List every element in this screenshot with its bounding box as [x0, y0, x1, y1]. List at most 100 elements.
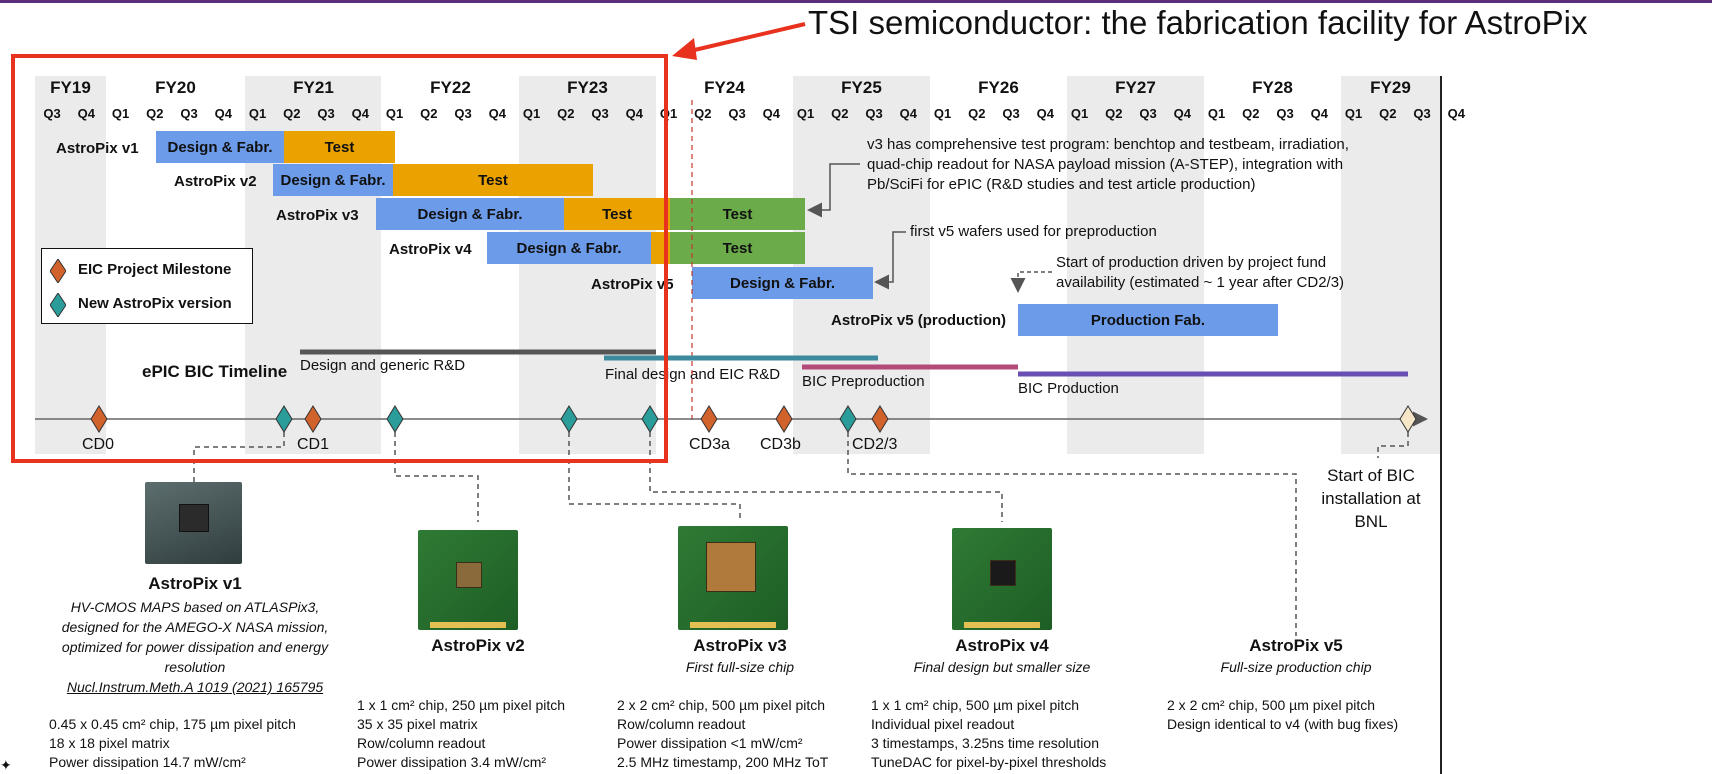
quarter-label: Q1 [1344, 106, 1363, 121]
spec-line: 0.45 x 0.45 cm² chip, 175 µm pixel pitch [49, 716, 296, 732]
quarter-label: Q1 [933, 106, 952, 121]
milestone-diamond-icon [50, 259, 66, 283]
bic-install-line: Start of BIC [1327, 466, 1415, 485]
fy-label: FY29 [1370, 78, 1411, 97]
v3-note: v3 has comprehensive test program: bench… [867, 135, 1349, 195]
fy-label: FY19 [50, 78, 91, 97]
quarter-label: Q2 [831, 106, 849, 121]
astropix-v2-photo [418, 530, 518, 630]
install-diamond-icon [1399, 405, 1417, 433]
production-note: Start of production driven by project fu… [1056, 253, 1344, 293]
version-diamond-icon [560, 405, 578, 433]
chip-specs-v1: 0.45 x 0.45 cm² chip, 175 µm pixel pitch… [49, 715, 296, 772]
edge-connector [690, 622, 776, 628]
spec-line: Design identical to v4 (with bug fixes) [1167, 716, 1399, 732]
version-label-v5: AstroPix v5 [591, 276, 674, 293]
chip-title-v4: AstroPix v4 [955, 636, 1049, 655]
spec-line: Power dissipation 14.7 mW/cm² [49, 754, 246, 770]
milestone-diamond-icon [90, 405, 108, 433]
timeline-end-line [1440, 76, 1442, 774]
quarter-label: Q3 [728, 106, 746, 121]
v5-wafers-note: first v5 wafers used for preproduction [910, 223, 1157, 240]
bic-phase-label: BIC Production [1018, 380, 1119, 397]
fy-label: FY20 [155, 78, 196, 97]
version-label-v2: AstroPix v2 [174, 173, 257, 190]
spec-line: 3 timestamps, 3.25ns time resolution [871, 735, 1099, 751]
quarter-label: Q2 [1242, 106, 1260, 121]
test-bar-v2: Test [393, 164, 593, 196]
fy-label: FY23 [567, 78, 608, 97]
quarter-label: Q2 [1379, 106, 1397, 121]
spec-line: Row/column readout [357, 735, 486, 751]
design-bar-v1: Design & Fabr. [156, 131, 284, 163]
chip-specs-v3: 2 x 2 cm² chip, 500 µm pixel pitch Row/c… [617, 696, 828, 772]
quarter-label: Q4 [1447, 106, 1465, 121]
quarter-label: Q1 [248, 106, 267, 121]
fy-band [1341, 76, 1440, 454]
quarter-label: Q3 [454, 106, 472, 121]
v3-note-line: v3 has comprehensive test program: bench… [867, 136, 1349, 153]
spec-line: 2 x 2 cm² chip, 500 µm pixel pitch [617, 697, 826, 713]
top-accent-bar [0, 0, 1712, 3]
milestone-diamond-icon [700, 405, 718, 433]
chip-die [179, 504, 209, 532]
version-diamond-icon [839, 405, 857, 433]
chip-desc-line: optimized for power dissipation and ener… [61, 639, 329, 655]
astropix-v1-photo [145, 482, 242, 564]
test-bar-v1: Test [284, 131, 395, 163]
quarter-label: Q1 [1070, 106, 1089, 121]
fy-band [519, 76, 656, 454]
quarter-label: Q1 [1207, 106, 1226, 121]
quarter-label: Q4 [77, 106, 95, 121]
chip-desc-line: HV-CMOS MAPS based on ATLASPix3, [70, 599, 320, 615]
chip-desc-line: resolution [164, 659, 226, 675]
chip-specs-v2: 1 x 1 cm² chip, 250 µm pixel pitch 35 x … [357, 696, 565, 772]
version-diamond-icon [275, 405, 293, 433]
fy-label: FY25 [841, 78, 882, 97]
spec-line: Power dissipation <1 mW/cm² [617, 735, 803, 751]
astropix-v3-photo [678, 526, 788, 630]
quarter-label: Q1 [796, 106, 815, 121]
quarter-label: Q4 [1173, 106, 1191, 121]
v5-note-arrow [874, 231, 906, 290]
bic-install-note: Start of BIC installation at BNL [1316, 464, 1426, 533]
astropix-v4-photo [952, 528, 1052, 630]
spec-line: 1 x 1 cm² chip, 500 µm pixel pitch [871, 697, 1080, 713]
spec-line: TuneDAC for pixel-by-pixel thresholds [871, 754, 1107, 770]
quarter-label: Q2 [420, 106, 438, 121]
chip-die [456, 562, 482, 588]
fy-label: FY26 [978, 78, 1019, 97]
chip-title-v5: AstroPix v5 [1249, 636, 1343, 655]
fy-label: FY21 [293, 78, 334, 97]
edge-connector [430, 622, 506, 628]
v3-note-line: quad-chip readout for NASA payload missi… [867, 156, 1344, 173]
production-note-arrow [1010, 271, 1052, 293]
quarter-label: Q4 [488, 106, 506, 121]
callout-title: TSI semiconductor: the fabrication facil… [808, 4, 1588, 41]
version-label-v4: AstroPix v4 [389, 241, 472, 258]
milestone-label: CD3a [689, 436, 730, 453]
quarter-label: Q2 [694, 106, 712, 121]
fy-band [793, 76, 930, 454]
design-bar-v2: Design & Fabr. [273, 164, 393, 196]
quarter-label: Q4 [899, 106, 917, 121]
quarter-label: Q4 [1310, 106, 1328, 121]
spec-line: 2.5 MHz timestamp, 200 MHz ToT [617, 754, 829, 770]
design-bar-v4: Design & Fabr. [487, 232, 651, 264]
quarter-label: Q3 [1002, 106, 1020, 121]
production-note-line: availability (estimated ~ 1 year after C… [1056, 274, 1345, 291]
spec-line: 1 x 1 cm² chip, 250 µm pixel pitch [357, 697, 566, 713]
version-diamond-icon [641, 405, 659, 433]
quarter-label: Q1 [111, 106, 130, 121]
test-bar-v3: Test [564, 198, 670, 230]
production-bar: Production Fab. [1018, 304, 1278, 336]
design-bar-v3: Design & Fabr. [376, 198, 564, 230]
chip-title-v1: AstroPix v1 [148, 574, 242, 593]
quarter-label: Q3 [1139, 106, 1157, 121]
edge-connector [964, 622, 1040, 628]
quarter-label: Q3 [43, 106, 61, 121]
version-diamond-icon [386, 405, 404, 433]
bic-install-line: installation at [1321, 489, 1421, 508]
